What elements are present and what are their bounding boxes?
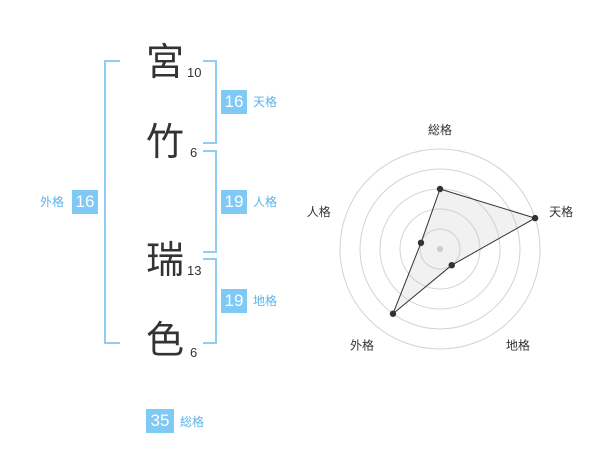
gaikaku-value-badge: 16 xyxy=(72,190,98,214)
stroke-count-3: 13 xyxy=(187,263,202,278)
radar-axis-label-5: 人格 xyxy=(307,204,331,219)
radar-axis-label-3: 地格 xyxy=(506,337,530,352)
soukaku-value-badge: 35 xyxy=(146,409,174,433)
jinkaku-label: 人格 xyxy=(253,195,278,209)
radar-series-polygon xyxy=(392,188,537,315)
tenkaku-label: 天格 xyxy=(253,95,278,109)
name-char-4: 色 xyxy=(145,318,184,362)
radar-center-dot xyxy=(437,246,443,252)
radar-point-4 xyxy=(389,310,397,317)
radar-axis-label-1: 総格 xyxy=(428,122,452,137)
radar-point-2 xyxy=(531,214,539,222)
radar-axis-label-4: 外格 xyxy=(350,337,374,352)
chikaku-bracket xyxy=(203,258,217,344)
tenkaku-value-badge: 16 xyxy=(221,90,247,114)
radar-point-1 xyxy=(436,185,444,193)
radar-point-3 xyxy=(448,261,455,269)
jinkaku-bracket xyxy=(203,150,217,253)
chikaku-value-badge: 19 xyxy=(221,289,247,313)
tenkaku-bracket xyxy=(203,60,217,144)
chikaku-label: 地格 xyxy=(253,294,278,308)
name-char-3: 瑞 xyxy=(145,238,184,282)
radar-grid-ring xyxy=(359,168,521,330)
name-char-1: 宮 xyxy=(145,40,184,84)
stroke-count-2: 6 xyxy=(190,145,198,160)
stroke-count-4: 6 xyxy=(190,345,198,360)
stroke-count-1: 10 xyxy=(187,65,202,80)
gaikaku-bracket xyxy=(104,60,120,344)
radar-point-5 xyxy=(417,239,425,247)
radar-grid-ring xyxy=(339,148,541,350)
name-char-2: 竹 xyxy=(145,120,184,164)
gaikaku-label: 外格 xyxy=(40,195,65,209)
radar-axis-label-2: 天格 xyxy=(549,204,573,219)
radar-grid-ring xyxy=(419,228,461,270)
jinkaku-value-badge: 19 xyxy=(221,190,247,214)
soukaku-label: 総格 xyxy=(180,415,205,429)
